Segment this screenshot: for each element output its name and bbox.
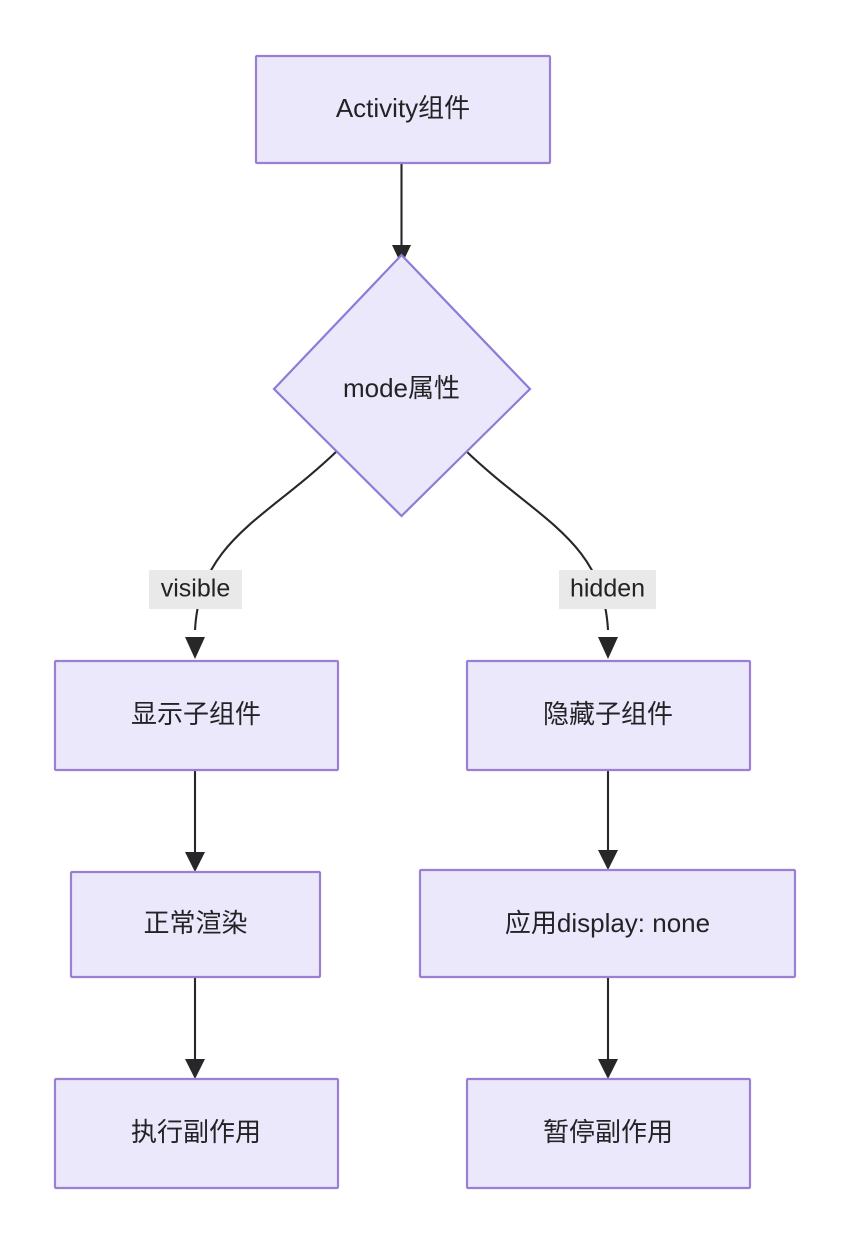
node-apply-display-shape[interactable] — [418, 868, 797, 979]
edge-normal-render-to-run-effect — [185, 977, 205, 1079]
node-run-effect[interactable]: 执行副作用 — [53, 1077, 340, 1190]
node-normal-render[interactable]: 正常渲染 — [69, 870, 322, 979]
edge-label-hidden: hidden — [559, 570, 656, 609]
node-show-child[interactable]: 显示子组件 — [53, 659, 340, 772]
node-hide-child[interactable]: 隐藏子组件 — [465, 659, 752, 772]
edge-mode-to-show-child — [185, 450, 338, 659]
node-activity-shape[interactable] — [254, 54, 552, 165]
edge-arrowhead — [598, 1059, 618, 1079]
edge-arrowhead — [598, 850, 618, 870]
node-mode-shape[interactable] — [272, 253, 532, 518]
node-show-child-label: 显示子组件 — [131, 699, 261, 729]
node-normal-render-label: 正常渲染 — [143, 908, 247, 938]
edge-show-child-to-normal-render — [185, 770, 205, 872]
edge-arrowhead — [598, 637, 618, 659]
node-hide-child-shape[interactable] — [465, 659, 752, 772]
node-pause-effect-label: 暂停副作用 — [543, 1117, 673, 1147]
edge-label-hidden-bg — [559, 570, 656, 609]
edge-apply-display-to-pause-effect — [598, 977, 618, 1079]
node-activity-label: Activity组件 — [336, 93, 470, 123]
edge-label-hidden-text: hidden — [570, 575, 645, 603]
node-show-child-shape[interactable] — [53, 659, 340, 772]
node-apply-display-label: 应用display: none — [505, 908, 710, 938]
node-run-effect-label: 执行副作用 — [131, 1117, 261, 1147]
node-mode[interactable]: mode属性 — [272, 253, 532, 518]
edge-arrowhead — [185, 852, 205, 872]
edge-label-visible-bg — [149, 570, 242, 609]
node-hide-child-label: 隐藏子组件 — [543, 699, 673, 729]
edge-arrowhead — [185, 637, 205, 659]
node-pause-effect[interactable]: 暂停副作用 — [465, 1077, 752, 1190]
node-normal-render-shape[interactable] — [69, 870, 322, 979]
node-activity[interactable]: Activity组件 — [254, 54, 552, 165]
edge-activity-to-mode — [392, 163, 411, 265]
node-pause-effect-shape[interactable] — [465, 1077, 752, 1190]
node-mode-label: mode属性 — [343, 373, 460, 403]
edge-mode-to-hide-child — [465, 450, 618, 659]
edge-label-visible-text: visible — [161, 575, 230, 603]
node-apply-display[interactable]: 应用display: none — [418, 868, 797, 979]
node-run-effect-shape[interactable] — [53, 1077, 340, 1190]
edge-arrowhead — [185, 1059, 205, 1079]
edge-hide-child-to-apply-display — [598, 770, 618, 870]
edge-label-visible: visible — [149, 570, 242, 609]
